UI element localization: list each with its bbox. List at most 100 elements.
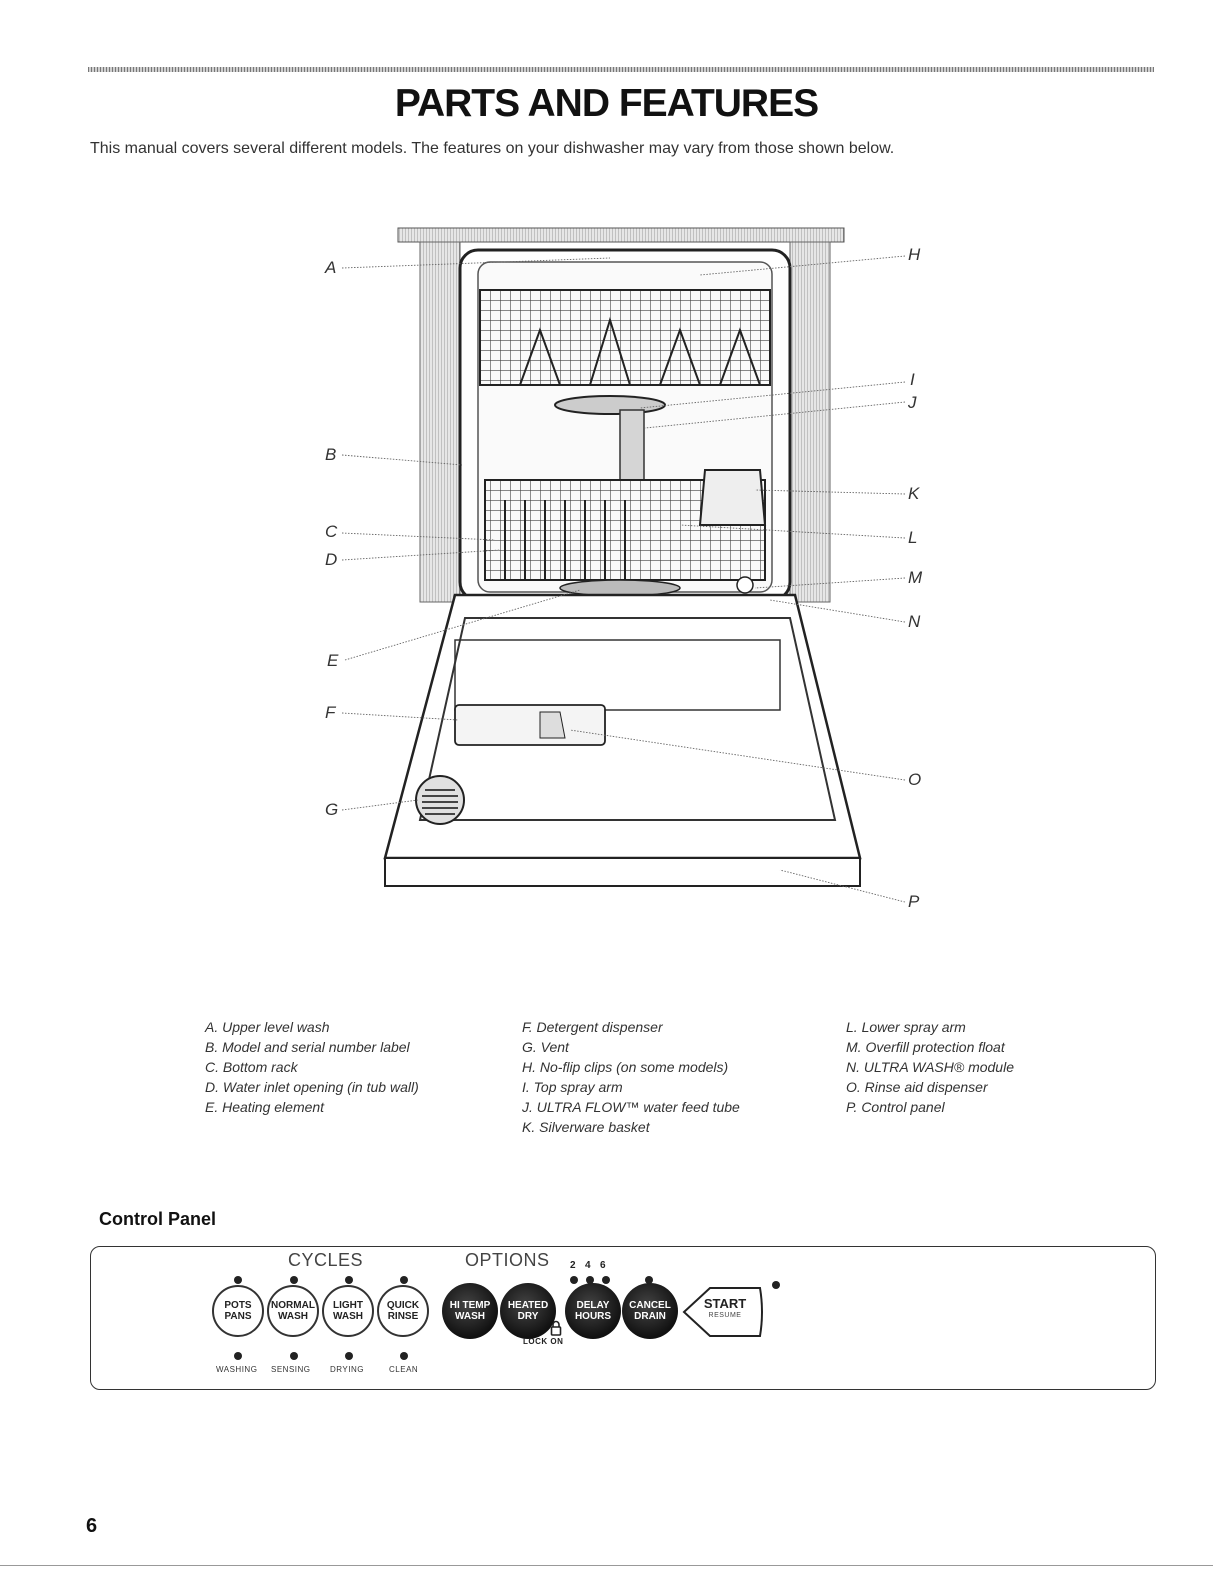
resume-label: RESUME — [708, 1312, 742, 1319]
legend-item: O. Rinse aid dispenser — [846, 1079, 988, 1095]
control-panel-heading: Control Panel — [99, 1209, 217, 1229]
callout-i: I — [910, 370, 915, 389]
callout-f: F — [325, 703, 336, 722]
status-led — [345, 1352, 353, 1360]
legend-item: J. ULTRA FLOW™ water feed tube — [522, 1099, 740, 1115]
delay-number-6: 6 — [600, 1260, 606, 1271]
silverware-basket — [698, 469, 767, 526]
start-button[interactable] — [680, 1284, 764, 1340]
button-label: RINSE — [387, 1311, 419, 1322]
callout-l: L — [908, 528, 918, 547]
legend-item: I. Top spray arm — [522, 1079, 623, 1095]
bottom-rule — [0, 1565, 1213, 1566]
legend-item: D. Water inlet opening (in tub wall) — [205, 1079, 419, 1095]
status-sensing-label: SENSING — [271, 1365, 311, 1374]
dispenser-lid — [539, 711, 566, 739]
button-label: QUICK — [386, 1300, 420, 1311]
callout-o: O — [908, 770, 922, 789]
legend-item: F. Detergent dispenser — [522, 1019, 663, 1035]
callout-d: D — [325, 550, 338, 569]
start-led — [772, 1281, 780, 1289]
status-clean-label: CLEAN — [389, 1365, 419, 1374]
cancel-led — [645, 1276, 653, 1284]
delay-number-4: 4 — [585, 1260, 591, 1271]
intro-text: This manual covers several different mod… — [90, 140, 895, 157]
options-label: OPTIONS — [465, 1250, 550, 1270]
cycle-led — [345, 1276, 353, 1284]
control-panel — [90, 1246, 1156, 1390]
door-control-edge — [384, 857, 861, 887]
lock-on-label: LOCK ON — [523, 1337, 564, 1346]
legend-item: B. Model and serial number label — [205, 1039, 410, 1055]
page-number: 6 — [86, 1515, 98, 1537]
legend-column-1: A. Upper level wash B. Model and serial … — [205, 1017, 419, 1117]
legend-item: L. Lower spray arm — [846, 1019, 966, 1035]
delay-led — [602, 1276, 610, 1284]
button-label: PANS — [224, 1311, 252, 1322]
legend-item: H. No-flip clips (on some models) — [522, 1059, 729, 1075]
cabinet-left — [419, 241, 461, 603]
bottom-rack-tines — [504, 500, 626, 580]
delay-led — [586, 1276, 594, 1284]
callout-e: E — [327, 651, 339, 670]
vent-grille — [422, 789, 458, 815]
button-label: CANCEL — [629, 1300, 671, 1311]
legend-item: N. ULTRA WASH® module — [846, 1059, 1014, 1075]
callout-m: M — [908, 568, 923, 587]
cycle-led — [290, 1276, 298, 1284]
callout-a: A — [325, 258, 337, 277]
upper-rack-tines — [519, 316, 761, 386]
cycles-label: CYCLES — [288, 1250, 364, 1270]
button-label: WASH — [277, 1311, 308, 1322]
countertop — [397, 227, 845, 243]
callout-k: K — [908, 484, 920, 503]
dishwasher-diagram — [341, 227, 906, 903]
button-label: DRY — [517, 1311, 539, 1322]
button-label: HI TEMP — [449, 1300, 491, 1311]
callout-p: P — [908, 892, 920, 911]
legend-item: M. Overfill protection float — [846, 1039, 1005, 1055]
delay-led — [570, 1276, 578, 1284]
button-label: DELAY — [576, 1300, 610, 1311]
button-label: LIGHT — [333, 1300, 363, 1311]
cycle-led — [234, 1276, 242, 1284]
legend-item: G. Vent — [522, 1039, 569, 1055]
button-label: POTS — [224, 1300, 252, 1311]
callout-b: B — [325, 445, 337, 464]
button-label: NORMAL — [271, 1300, 315, 1311]
detergent-dispenser — [454, 704, 606, 746]
legend-item: A. Upper level wash — [205, 1019, 330, 1035]
lock-icon — [550, 1320, 562, 1336]
callout-h: H — [908, 245, 921, 264]
status-led — [290, 1352, 298, 1360]
vent — [415, 775, 465, 825]
button-label: WASH — [333, 1311, 363, 1322]
legend-item: E. Heating element — [205, 1099, 325, 1115]
status-washing-label: WASHING — [216, 1365, 258, 1374]
overfill-float — [736, 576, 754, 594]
legend-item: C. Bottom rack — [205, 1059, 298, 1075]
legend-column-3: L. Lower spray arm M. Overfill protectio… — [846, 1017, 1014, 1117]
status-led — [234, 1352, 242, 1360]
start-label: START — [703, 1296, 747, 1311]
callout-j: J — [908, 393, 917, 412]
button-label: HOURS — [574, 1311, 612, 1322]
door-inner — [418, 617, 837, 821]
callout-n: N — [908, 612, 921, 631]
button-label: HEATED — [507, 1300, 549, 1311]
button-label: DRAIN — [634, 1311, 666, 1322]
lower-spray-arm — [559, 579, 681, 597]
top-spray-arm — [554, 395, 666, 415]
callout-g: G — [325, 800, 339, 819]
status-led — [400, 1352, 408, 1360]
legend-column-2: F. Detergent dispenser G. Vent H. No-fli… — [522, 1017, 740, 1137]
leader-lines — [341, 255, 906, 903]
